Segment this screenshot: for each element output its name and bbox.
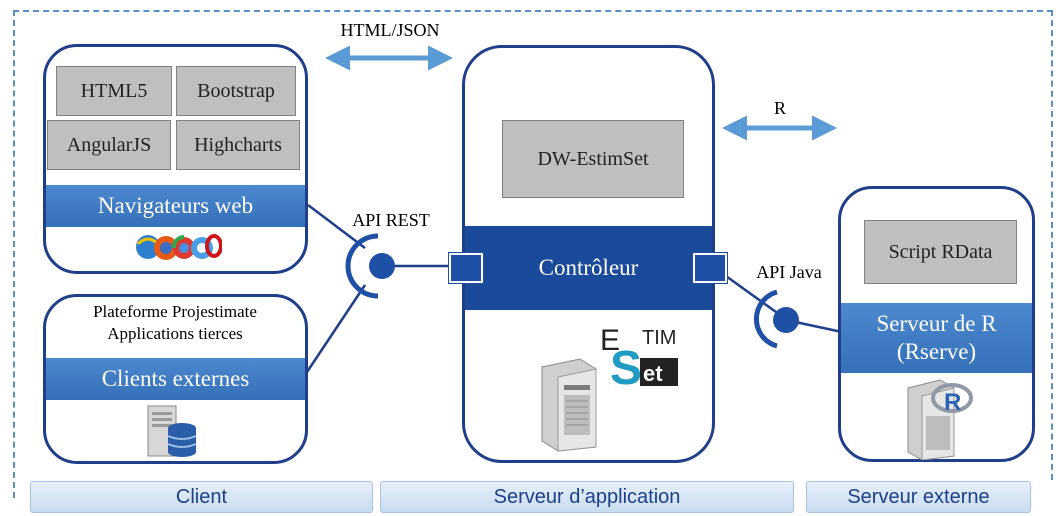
database-server-icon <box>146 402 200 460</box>
web-browsers-title: Navigateurs web <box>46 185 305 227</box>
estimset-logo: E TIM S et <box>596 318 682 395</box>
tech-highcharts-box: Highcharts <box>176 120 300 170</box>
external-clients-line2: Applications tierces <box>107 324 243 343</box>
r-label: R <box>773 98 786 118</box>
footer-tab-app-server: Serveur d’application <box>380 481 794 513</box>
footer-tab-client: Client <box>30 481 373 513</box>
script-rdata-box: Script RData <box>864 220 1017 284</box>
java-socket-arc <box>753 289 778 349</box>
r-server-title-line1: Serveur de R <box>876 311 997 336</box>
svg-text:S: S <box>610 342 642 388</box>
rest-lollipop-ball <box>369 253 395 279</box>
svg-text:TIM: TIM <box>642 327 676 349</box>
dw-estimset-box: DW-EstimSet <box>502 120 684 198</box>
app-server-icon <box>532 355 604 453</box>
html-json-label: HTML/JSON <box>340 20 440 40</box>
tech-bootstrap-box: Bootstrap <box>176 66 296 116</box>
browser-logos-icon <box>130 230 223 264</box>
clients-to-rest-line <box>303 284 367 376</box>
svg-text:et: et <box>643 361 663 386</box>
controller-bar: Contrôleur <box>465 226 712 310</box>
svg-text:E: E <box>600 324 620 357</box>
system-boundary-right <box>1051 10 1053 480</box>
api-java-label: API Java <box>756 262 822 282</box>
api-rest-label: API REST <box>352 210 430 230</box>
tech-html5-box: HTML5 <box>56 66 172 116</box>
r-server-title: Serveur de R (Rserve) <box>841 303 1032 373</box>
r-server-title-line2: (Rserve) <box>896 339 977 364</box>
svg-text:R: R <box>944 389 961 416</box>
controller-left-port <box>448 252 484 284</box>
external-clients-title: Clients externes <box>46 358 305 400</box>
java-lollipop-ball <box>773 307 799 333</box>
controller-right-port <box>692 252 728 284</box>
browsers-to-rest-line <box>307 204 366 249</box>
external-clients-line1: Plateforme Projestimate <box>93 302 257 321</box>
system-boundary <box>13 10 1053 498</box>
r-server-icon: R <box>902 376 974 461</box>
footer-tab-external-server: Serveur externe <box>806 481 1031 513</box>
rest-socket-arc <box>345 233 379 299</box>
tech-angularjs-box: AngularJS <box>47 120 171 170</box>
